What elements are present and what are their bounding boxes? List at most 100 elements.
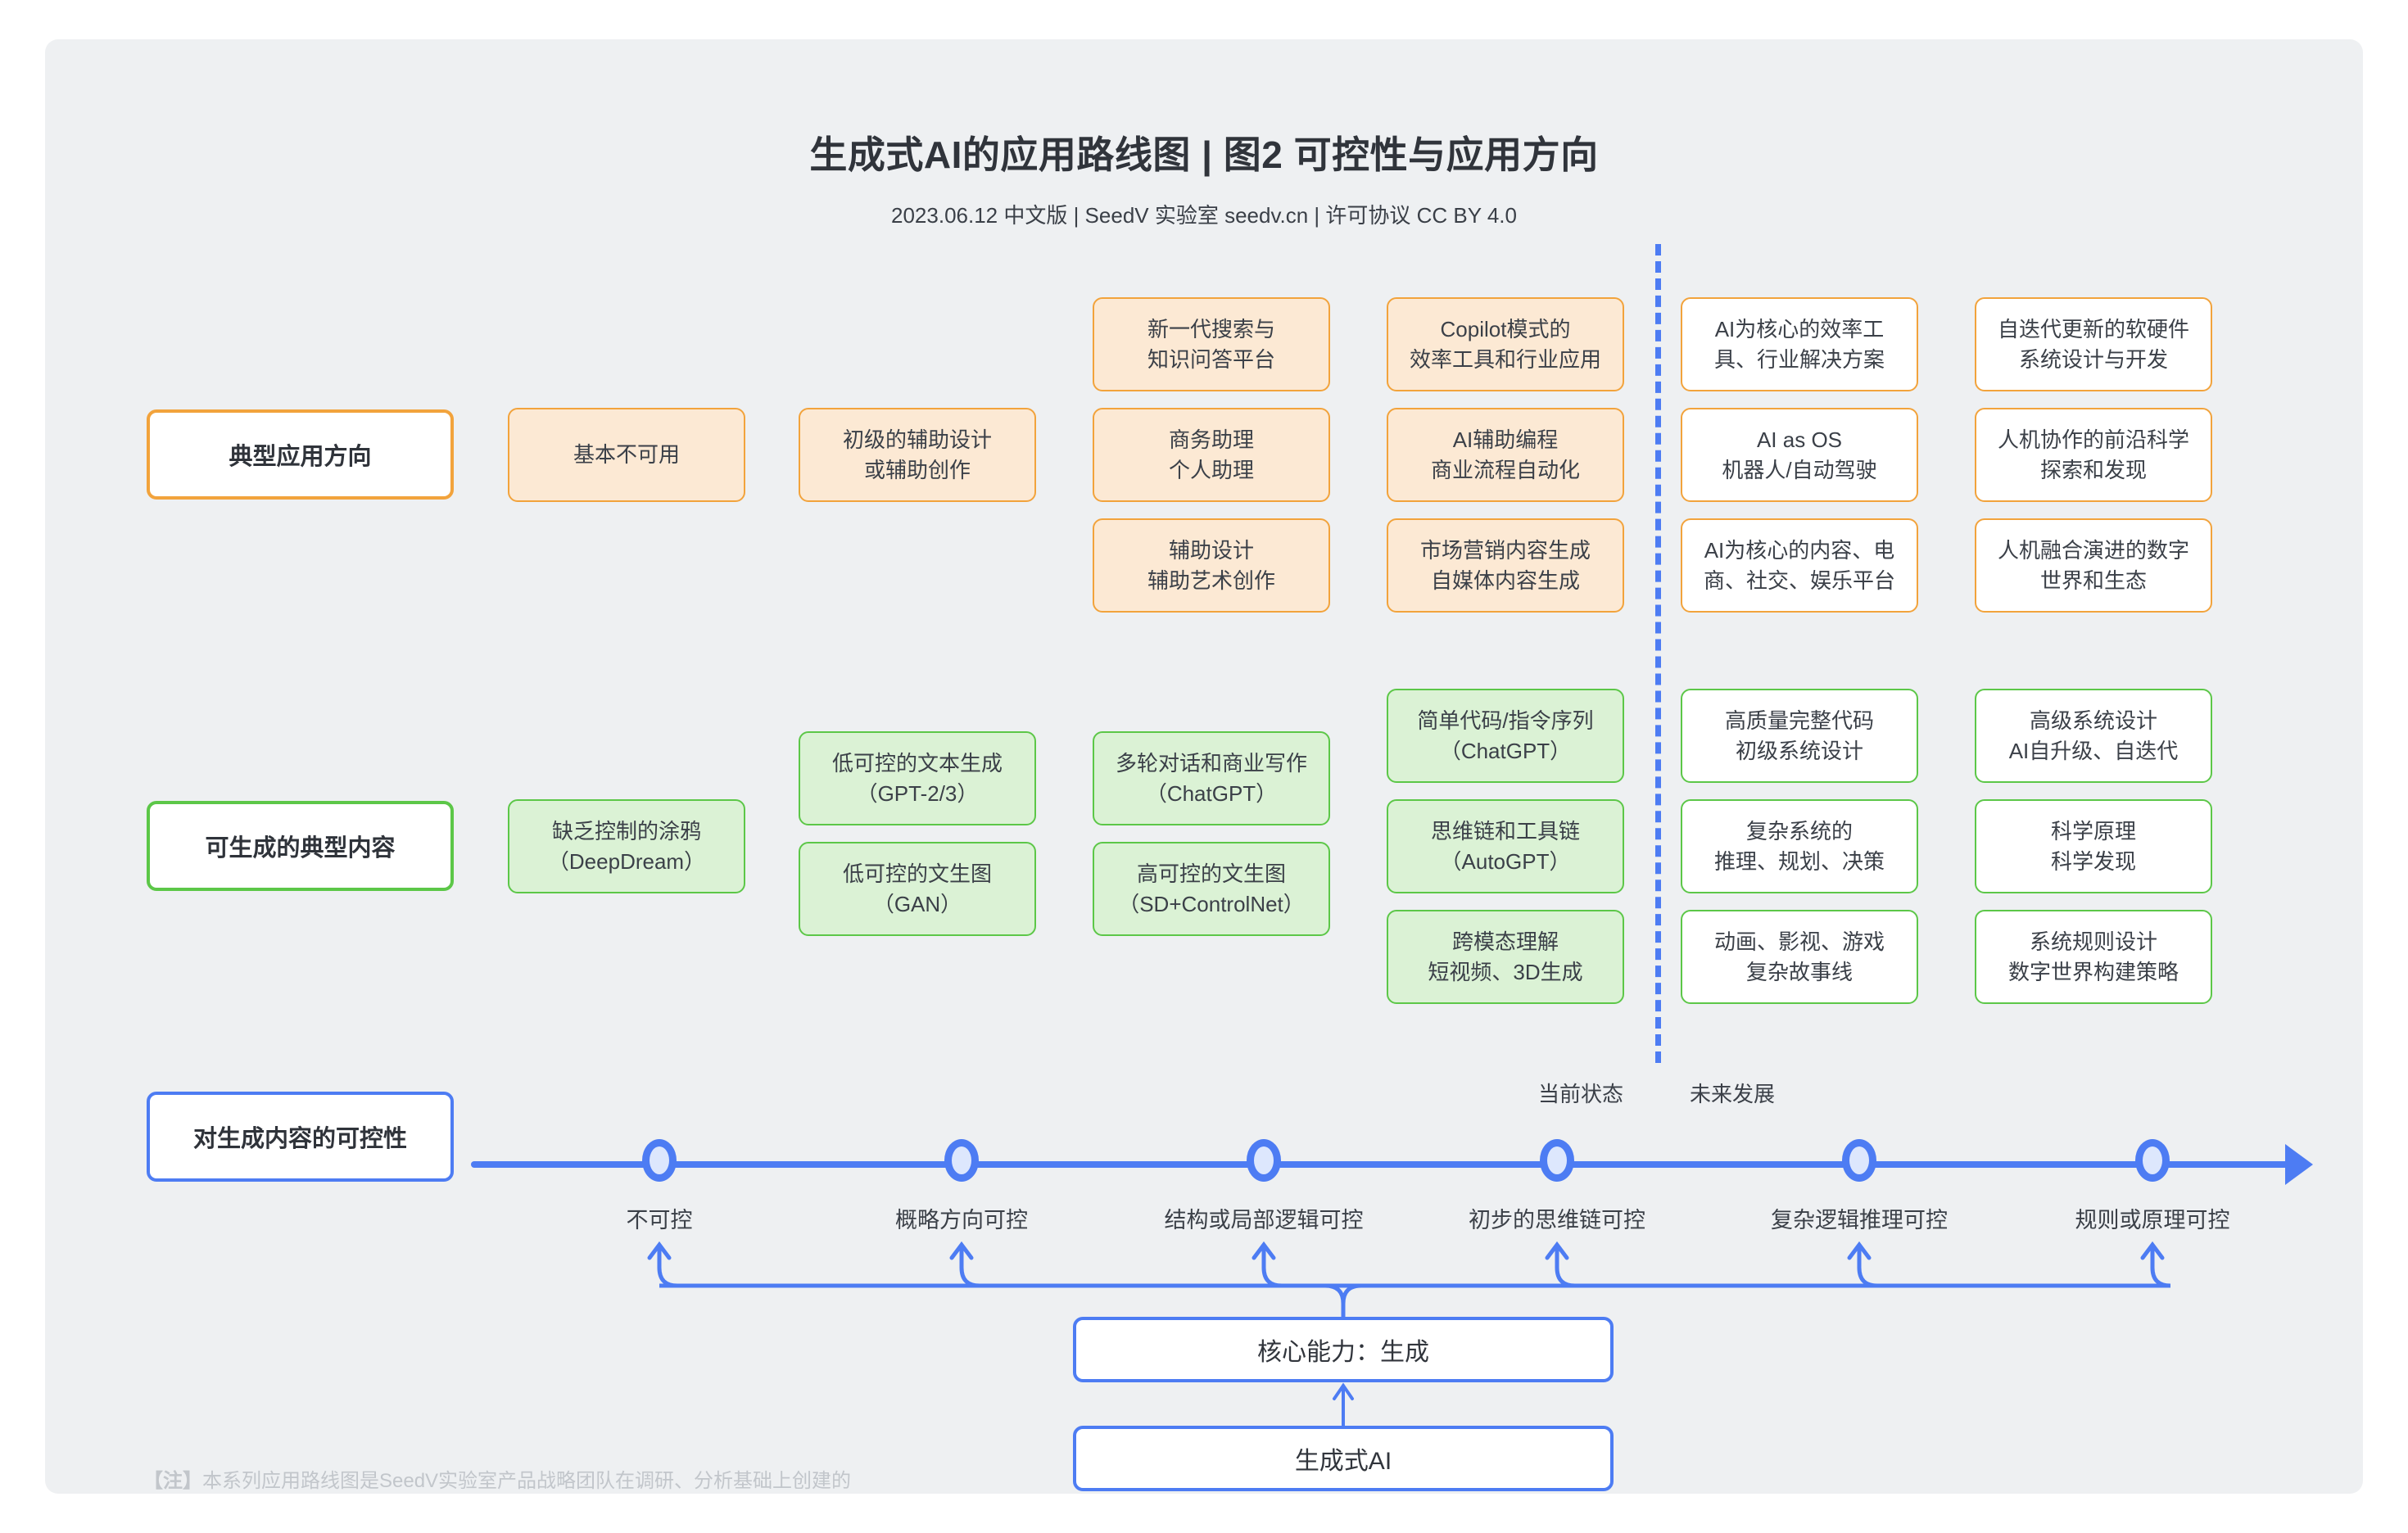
card-line: 具、行业解决方案 xyxy=(1713,346,1885,372)
era-label-current: 当前状态 xyxy=(1538,1082,1624,1106)
card-line: 思维链和工具链 xyxy=(1430,818,1580,843)
card: 跨模态理解短视频、3D生成 xyxy=(1387,910,1624,1004)
row-label-applications: 典型应用方向 xyxy=(147,409,454,500)
card: 缺乏控制的涂鸦（DeepDream） xyxy=(508,799,745,893)
card-line: 科学原理 xyxy=(2050,818,2136,843)
card: AI为核心的效率工具、行业解决方案 xyxy=(1681,297,1918,391)
era-label-future: 未来发展 xyxy=(1690,1082,1776,1106)
riser-arrow-icon xyxy=(1847,1241,1872,1260)
card: 自迭代更新的软硬件系统设计与开发 xyxy=(1975,297,2212,391)
timeline-arrow-icon xyxy=(2285,1144,2313,1185)
card: 系统规则设计数字世界构建策略 xyxy=(1975,910,2212,1004)
timeline-node-4[interactable] xyxy=(1540,1139,1574,1182)
card-line: 知识问答平台 xyxy=(1147,346,1275,372)
card-line: 商务助理 xyxy=(1168,427,1254,452)
card-line: 人机融合演进的数字 xyxy=(1997,537,2189,563)
card: AI为核心的内容、电商、社交、娱乐平台 xyxy=(1681,518,1918,613)
riser-arrow-icon xyxy=(949,1241,974,1260)
bus-to-core-stem xyxy=(1324,1283,1362,1317)
card-line: 效率工具和行业应用 xyxy=(1409,346,1601,372)
card: 多轮对话和商业写作（ChatGPT） xyxy=(1093,731,1330,825)
page-title: 生成式AI的应用路线图 | 图2 可控性与应用方向 xyxy=(809,133,1599,176)
riser-arrow-icon xyxy=(1545,1241,1569,1260)
card: 高级系统设计 AI自升级、自迭代 xyxy=(1975,689,2212,783)
card: AI辅助编程商业流程自动化 xyxy=(1387,408,1624,502)
card: 高可控的文生图 （SD+ControlNet） xyxy=(1093,842,1330,936)
riser-arrow-icon xyxy=(647,1241,672,1260)
card-line: 系统规则设计 xyxy=(2029,929,2157,954)
card-line: 缺乏控制的涂鸦 xyxy=(551,818,701,843)
card-line: 辅助艺术创作 xyxy=(1147,568,1275,593)
card-line: 自媒体内容生成 xyxy=(1430,568,1580,593)
timeline-node-label: 复杂逻辑推理可控 xyxy=(1771,1208,1948,1232)
card: 低可控的文本生成 （GPT-2/3） xyxy=(799,731,1036,825)
timeline-node-3[interactable] xyxy=(1247,1139,1281,1182)
card-line: AI as OS xyxy=(1756,427,1843,452)
generative-ai-box: 生成式AI xyxy=(1073,1426,1614,1491)
card-line: 个人助理 xyxy=(1168,457,1254,482)
card: Copilot模式的效率工具和行业应用 xyxy=(1387,297,1624,391)
card-line: 机器人/自动驾驶 xyxy=(1722,457,1877,482)
current-future-divider xyxy=(1655,244,1661,1063)
row-label-content: 可生成的典型内容 xyxy=(147,801,454,891)
card: 辅助设计辅助艺术创作 xyxy=(1093,518,1330,613)
card: 商务助理个人助理 xyxy=(1093,408,1330,502)
card-line: 人机协作的前沿科学 xyxy=(1997,427,2189,452)
card: 思维链和工具链（AutoGPT） xyxy=(1387,799,1624,893)
card-line: 高可控的文生图 xyxy=(1136,861,1286,886)
card-line: 辅助设计 xyxy=(1168,537,1254,563)
infographic-canvas: 生成式AI的应用路线图 | 图2 可控性与应用方向 2023.06.12 中文版… xyxy=(45,39,2363,1494)
timeline-node-label: 不可控 xyxy=(626,1208,693,1232)
timeline-node-6[interactable] xyxy=(2135,1139,2170,1182)
card-line: 高级系统设计 xyxy=(2029,708,2157,733)
card-line: 基本不可用 xyxy=(573,442,680,468)
card-line: 新一代搜索与 xyxy=(1147,316,1275,341)
card: 简单代码/指令序列 （ChatGPT） xyxy=(1387,689,1624,783)
timeline-node-label: 规则或原理可控 xyxy=(2075,1208,2230,1232)
card-line: 初级的辅助设计 xyxy=(842,427,992,452)
timeline-node-label: 初步的思维链可控 xyxy=(1469,1208,1645,1232)
card-line: 复杂系统的 xyxy=(1745,818,1853,843)
card: 基本不可用 xyxy=(508,408,745,502)
timeline-node-5[interactable] xyxy=(1842,1139,1876,1182)
riser-arrow-icon xyxy=(2140,1241,2165,1260)
card: 高质量完整代码初级系统设计 xyxy=(1681,689,1918,783)
card-line: AI为核心的效率工 xyxy=(1714,316,1885,341)
card-line: 初级系统设计 xyxy=(1735,738,1863,763)
card-line: 世界和生态 xyxy=(2039,568,2147,593)
card-line: AI为核心的内容、电 xyxy=(1704,537,1895,563)
row-label-controllability: 对生成内容的可控性 xyxy=(147,1092,454,1182)
card-line: 科学发现 xyxy=(2050,848,2136,874)
card: 新一代搜索与知识问答平台 xyxy=(1093,297,1330,391)
card-line: 低可控的文本生成 xyxy=(831,750,1003,776)
card-line: （ChatGPT） xyxy=(1439,738,1572,763)
footnote-marker: 【注】 xyxy=(143,1470,202,1492)
timeline-node-1[interactable] xyxy=(642,1139,677,1182)
card-line: 或辅助创作 xyxy=(863,457,971,482)
card-line: 系统设计与开发 xyxy=(2018,346,2168,372)
card-line: 市场营销内容生成 xyxy=(1419,537,1591,563)
card: 科学原理科学发现 xyxy=(1975,799,2212,893)
timeline-to-core-bus xyxy=(657,1245,2171,1288)
riser-arrow-icon xyxy=(1252,1241,1276,1260)
footnote-text: 本系列应用路线图是SeedV实验室产品战略团队在调研、分析基础上创建的 xyxy=(202,1470,852,1492)
timeline-node-2[interactable] xyxy=(944,1139,979,1182)
card-line: （GPT-2/3） xyxy=(856,780,979,806)
card-line: （SD+ControlNet） xyxy=(1118,891,1305,916)
card-line: 数字世界构建策略 xyxy=(2007,959,2179,984)
card-line: 自迭代更新的软硬件 xyxy=(1997,316,2189,341)
card: 低可控的文生图（GAN） xyxy=(799,842,1036,936)
card-line: 高质量完整代码 xyxy=(1724,708,1874,733)
card-line: AI辅助编程 xyxy=(1452,427,1559,452)
card: 人机协作的前沿科学探索和发现 xyxy=(1975,408,2212,502)
card-line: 探索和发现 xyxy=(2039,457,2147,482)
card: 复杂系统的推理、规划、决策 xyxy=(1681,799,1918,893)
card-line: Copilot模式的 xyxy=(1440,316,1571,341)
footnote: 【注】本系列应用路线图是SeedV实验室产品战略团队在调研、分析基础上创建的 xyxy=(143,1464,851,1493)
timeline-node-label: 结构或局部逻辑可控 xyxy=(1164,1208,1364,1232)
card-line: 动画、影视、游戏 xyxy=(1713,929,1885,954)
card-line: 复杂故事线 xyxy=(1745,959,1853,984)
card: 动画、影视、游戏复杂故事线 xyxy=(1681,910,1918,1004)
card-line: AI自升级、自迭代 xyxy=(2008,738,2179,763)
card-line: 简单代码/指令序列 xyxy=(1417,708,1594,733)
